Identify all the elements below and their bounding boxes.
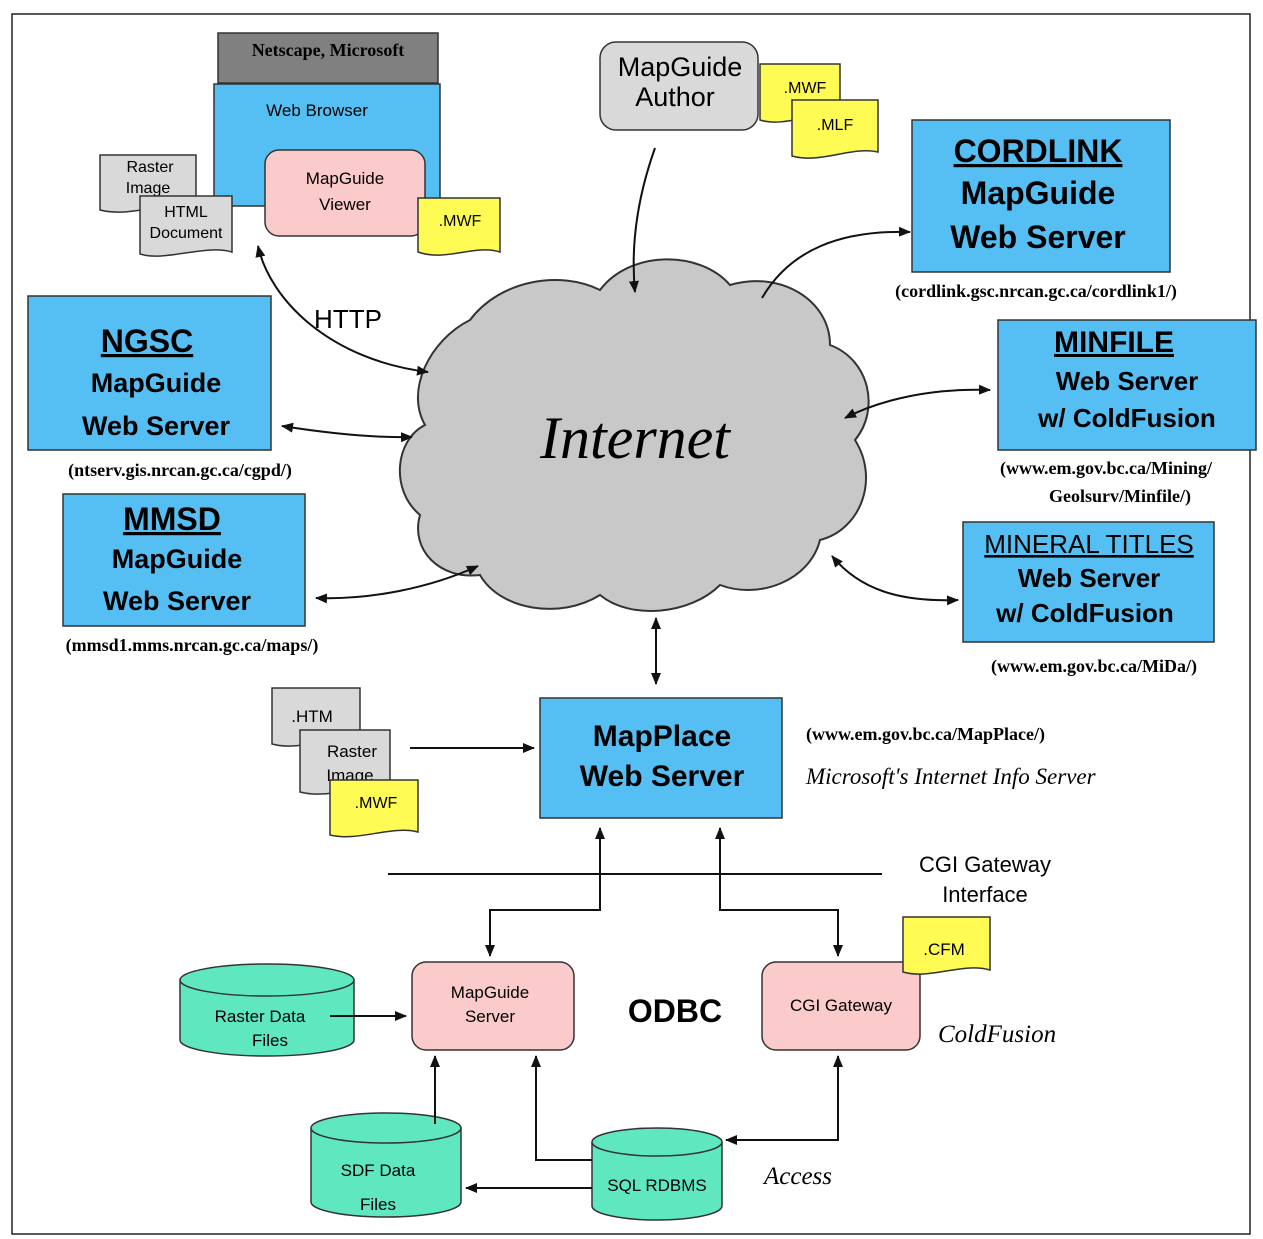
mapplace-url: (www.em.gov.bc.ca/MapPlace/) (806, 724, 1045, 745)
mapguide-server-box (411, 961, 575, 1051)
ngsc-line-1: MapGuide (91, 368, 222, 398)
ngsc-title: NGSC (101, 323, 193, 359)
cgi-gateway-label: CGI Gateway (790, 996, 893, 1015)
mmsd-group: MMSD MapGuide Web Server (mmsd1.mms.nrca… (62, 493, 319, 656)
mineral-titles-title: MINERAL TITLES (984, 529, 1194, 559)
cfm-doc (902, 916, 991, 975)
author-mlf-doc (791, 99, 879, 159)
ngsc-arrow (281, 422, 413, 443)
diagram-frame (11, 13, 1251, 1235)
coldfusion-label: ColdFusion (938, 1021, 1056, 1048)
viewer-label-1: MapGuide (306, 169, 384, 188)
http-label: HTTP (314, 304, 382, 334)
sdf-data-files-cylinder: SDF Data Files (310, 1112, 462, 1218)
mgserver-label-1: MapGuide (451, 983, 529, 1002)
mineral-titles-arrow (831, 555, 959, 606)
author-mwf-label: .MWF (784, 80, 827, 97)
http-arrow (255, 245, 429, 376)
mapplace-cgigw-arrow (715, 827, 843, 957)
mineral-titles-line-2: w/ ColdFusion (995, 598, 1174, 628)
minfile-url-2: Geolsurv/Minfile/) (1049, 486, 1191, 507)
cordlink-line-2: Web Server (950, 219, 1126, 255)
html-label-1: HTML (164, 204, 208, 221)
mapplace-mgserver-arrow (485, 827, 605, 957)
connector-arrows (255, 147, 991, 1193)
cordlink-arrow (761, 226, 911, 299)
cfm-label: .CFM (923, 940, 965, 959)
mapplace-line-1: MapPlace (593, 720, 731, 753)
cgi-gateway-box (761, 961, 921, 1051)
minfile-title: MINFILE (1054, 326, 1174, 359)
sql-rdbms-cylinder: SQL RDBMS (591, 1127, 723, 1221)
mapplace-server-note: Microsoft's Internet Info Server (805, 764, 1097, 789)
cordlink-box (911, 119, 1171, 273)
mmsd-line-1: MapGuide (112, 544, 243, 574)
mmsd-line-2: Web Server (103, 586, 252, 616)
mineral-titles-group: MINERAL TITLES Web Server w/ ColdFusion … (962, 521, 1215, 677)
browser-vendor-box (217, 32, 439, 84)
raster-data-files-cylinder: Raster Data Files (179, 963, 355, 1057)
author-group: MapGuide Author .MWF .MLF (599, 41, 879, 159)
sql-cgigw-arrow (725, 1055, 843, 1145)
web-browser-label: Web Browser (266, 101, 368, 120)
cgi-interface-label-1: CGI Gateway (919, 852, 1051, 877)
author-arrow (628, 147, 656, 293)
author-label-1: MapGuide (618, 52, 743, 82)
mapplace-raster-1: Raster (327, 742, 377, 761)
ngsc-box (27, 295, 272, 451)
mineral-titles-url: (www.em.gov.bc.ca/MiDa/) (991, 656, 1197, 677)
cordlink-line-1: MapGuide (961, 175, 1116, 211)
mapplace-line-2: Web Server (580, 760, 745, 793)
browser-group: Netscape, Microsoft Web Browser MapGuide… (99, 32, 501, 334)
minfile-group: MINFILE Web Server w/ ColdFusion (www.em… (997, 319, 1257, 507)
sdfdata-label-1: SDF Data (341, 1161, 416, 1180)
sql-label: SQL RDBMS (607, 1176, 707, 1195)
cordlink-url: (cordlink.gsc.nrcan.gc.ca/cordlink1/) (895, 281, 1177, 302)
html-label-2: Document (150, 225, 223, 242)
mineral-titles-box (962, 521, 1215, 643)
mapplace-group: MapPlace Web Server (www.em.gov.bc.ca/Ma… (271, 687, 1097, 838)
ngsc-group: NGSC MapGuide Web Server (ntserv.gis.nrc… (27, 295, 292, 481)
backend-group: MapGuide Server ODBC CGI Gateway .CFM Co… (179, 916, 1056, 1221)
cgi-interface-label-2: Interface (942, 882, 1028, 907)
mmsd-arrow (315, 565, 479, 604)
mmsd-url: (mmsd1.mms.nrcan.gc.ca/maps/) (66, 635, 319, 656)
cordlink-title: CORDLINK (954, 133, 1123, 169)
minfile-box (997, 319, 1257, 451)
mmsd-box (62, 493, 306, 627)
viewer-label-2: Viewer (319, 195, 371, 214)
mmsd-title: MMSD (123, 501, 221, 537)
minfile-line-2: w/ ColdFusion (1037, 403, 1216, 433)
mineral-titles-line-1: Web Server (1018, 563, 1161, 593)
cordlink-group: CORDLINK MapGuide Web Server (cordlink.g… (895, 119, 1177, 302)
minfile-line-1: Web Server (1056, 366, 1199, 396)
ngsc-url: (ntserv.gis.nrcan.gc.ca/cgpd/) (68, 460, 292, 481)
access-label: Access (762, 1163, 832, 1190)
mapguide-viewer-box (264, 149, 426, 237)
minfile-url-1: (www.em.gov.bc.ca/Mining/ (1000, 458, 1213, 479)
browser-vendor-label: Netscape, Microsoft (252, 40, 405, 60)
sdfdata-label-2: Files (360, 1195, 396, 1214)
author-label-2: Author (635, 82, 715, 112)
minfile-arrow (844, 384, 991, 419)
internet-label: Internet (539, 405, 731, 471)
mgserver-label-2: Server (465, 1007, 515, 1026)
internet-cloud: Internet (399, 258, 870, 612)
raster-label-2: Image (126, 180, 171, 197)
rasterdata-label-1: Raster Data (215, 1007, 306, 1026)
ngsc-line-2: Web Server (82, 411, 231, 441)
author-mlf-label: .MLF (817, 117, 854, 134)
mapguide-author-box (599, 41, 759, 131)
mapplace-box (539, 697, 783, 819)
mapplace-mwf-doc (329, 779, 419, 838)
browser-mwf-label: .MWF (439, 213, 482, 230)
odbc-label: ODBC (628, 993, 722, 1029)
mapplace-htm-label: .HTM (291, 707, 333, 726)
raster-label-1: Raster (126, 159, 174, 176)
html-document-doc (139, 195, 233, 257)
sql-mgserver-arrow (531, 1055, 592, 1161)
mapplace-mwf-label: .MWF (355, 795, 398, 812)
rasterdata-label-2: Files (252, 1031, 288, 1050)
